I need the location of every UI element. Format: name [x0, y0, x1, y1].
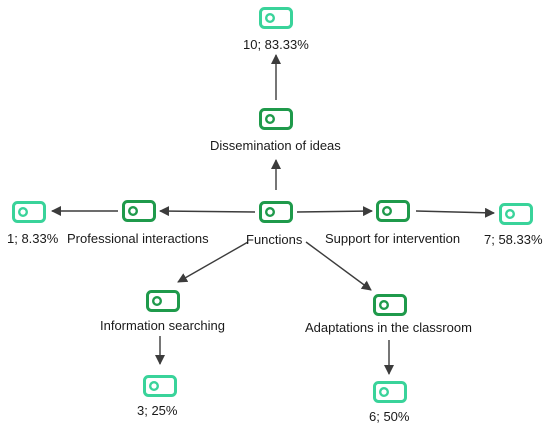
adaptations-label: Adaptations in the classroom: [305, 320, 472, 335]
toggle-icon: [499, 203, 533, 225]
toggle-icon: [259, 7, 293, 29]
dissemination-label: Dissemination of ideas: [210, 138, 341, 153]
toggle-icon: [376, 200, 410, 222]
functions-label: Functions: [246, 232, 303, 247]
arrow-functions-to-professional: [159, 206, 256, 217]
information-label: Information searching: [100, 318, 226, 333]
arrow-functions-to-adaptations: [305, 241, 372, 291]
support-result-label: 7; 58.33%: [484, 232, 543, 247]
dissemination-result-label: 10; 83.33%: [243, 37, 309, 52]
toggle-icon: [143, 375, 177, 397]
toggle-icon: [12, 201, 46, 223]
toggle-icon: [373, 381, 407, 403]
professional-result-label: 1; 8.33%: [7, 231, 59, 246]
arrow-functions-to-support: [296, 206, 373, 217]
arrow-support-to-result: [415, 207, 495, 218]
support-label: Support for intervention: [325, 231, 461, 246]
adaptations-result-label: 6; 50%: [369, 409, 410, 424]
arrow-functions-to-information: [177, 241, 249, 283]
information-result-label: 3; 25%: [137, 403, 178, 418]
toggle-icon: [259, 201, 293, 223]
professional-label: Professional interactions: [67, 231, 209, 246]
toggle-icon: [373, 294, 407, 316]
toggle-icon: [122, 200, 156, 222]
toggle-icon: [259, 108, 293, 130]
toggle-icon: [146, 290, 180, 312]
